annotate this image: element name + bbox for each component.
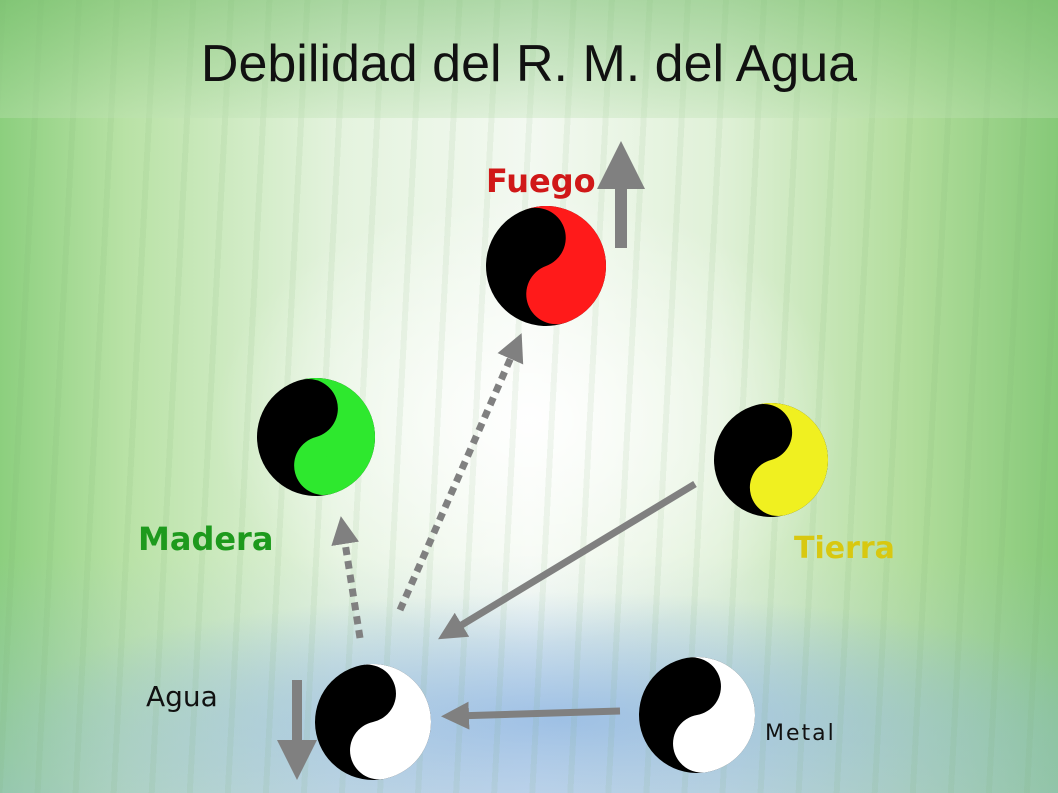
metal-yinyang (639, 657, 755, 773)
agua-yinyang (315, 664, 431, 780)
fuego-yinyang (486, 206, 606, 326)
fuego-label: Fuego (486, 162, 596, 200)
agua-label: Agua (146, 680, 218, 713)
metal-label: Metal (765, 721, 836, 746)
tierra-label: Tierra (794, 531, 895, 566)
arrow-agua-to-fuego-dotted (396, 333, 524, 612)
arrow-agua-to-madera-dotted (331, 516, 364, 639)
madera-label: Madera (138, 520, 273, 558)
madera-yinyang (257, 378, 375, 496)
arrow-tierra-to-agua (438, 481, 697, 640)
arrow-metal-to-agua (441, 701, 621, 730)
title-band (0, 0, 1058, 118)
slide-title: Debilidad del R. M. del Agua (200, 35, 858, 93)
tierra-yinyang (714, 403, 828, 517)
